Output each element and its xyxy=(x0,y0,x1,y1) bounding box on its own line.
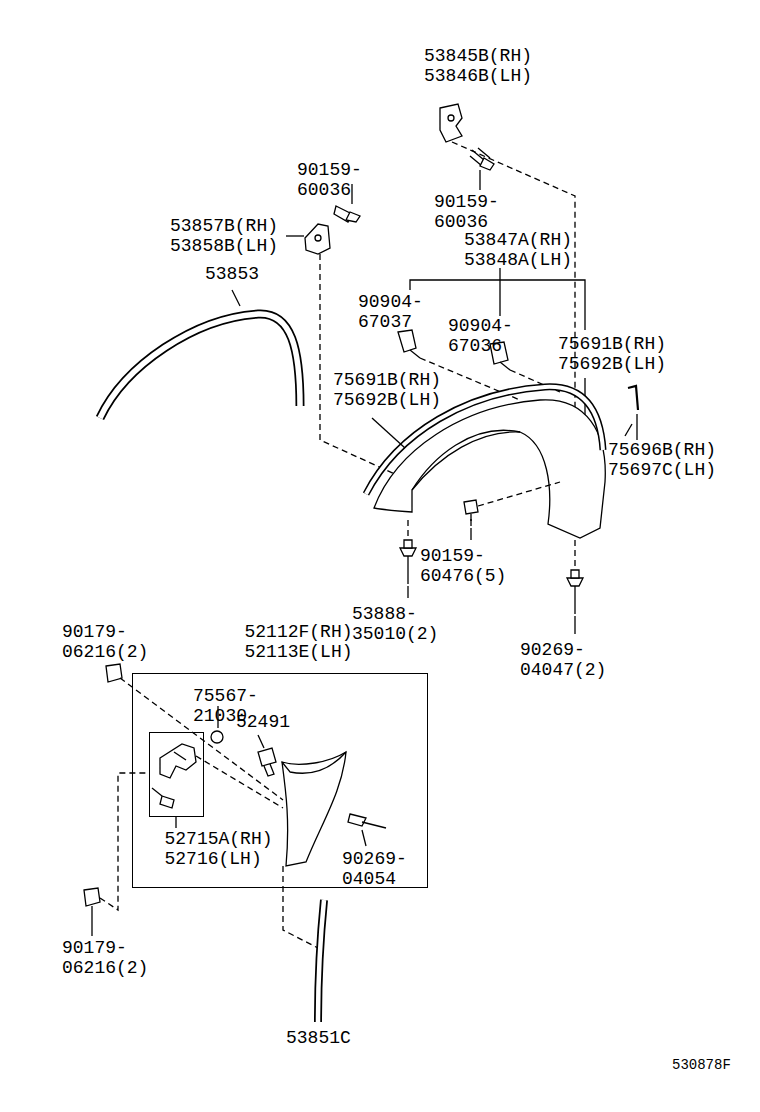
part-number: 90159-60036 xyxy=(434,192,499,232)
group-heading: 52715A(RH) 52716(LH) xyxy=(165,829,273,869)
group-box: 52715A(RH) 52716(LH) xyxy=(149,732,204,817)
part-number: 90269-04054 xyxy=(342,849,407,889)
part-number: 90904-67037 xyxy=(358,292,423,332)
part-number: 75691B(RH) 75692B(LH) xyxy=(558,334,666,374)
part-number: 530878F xyxy=(672,1055,731,1075)
part-number: 53851C xyxy=(286,1028,351,1048)
part-number: 90269-04047(2) xyxy=(520,640,606,680)
part-number: 53857B(RH) 53858B(LH) xyxy=(170,216,278,256)
part-number: 90159-60036 xyxy=(297,160,362,200)
part-number: 75696B(RH) 75697C(LH) xyxy=(608,440,716,480)
part-number: 53845B(RH) 53846B(LH) xyxy=(424,46,532,86)
part-number: 53847A(RH) 53848A(LH) xyxy=(464,230,572,270)
part-number: 75691B(RH) 75692B(LH) xyxy=(333,370,441,410)
part-number: 90159-60476(5) xyxy=(420,546,506,586)
part-number: 53888-35010(2) xyxy=(352,604,438,644)
group-heading: 52112F(RH) 52113E(LH) xyxy=(245,622,353,662)
part-number: 90179-06216(2) xyxy=(62,622,148,662)
part-number: 53853 xyxy=(205,264,259,284)
part-number: 90904-67036 xyxy=(448,316,513,356)
part-number: 90179-06216(2) xyxy=(62,938,148,978)
part-number: 52491 xyxy=(236,712,290,732)
